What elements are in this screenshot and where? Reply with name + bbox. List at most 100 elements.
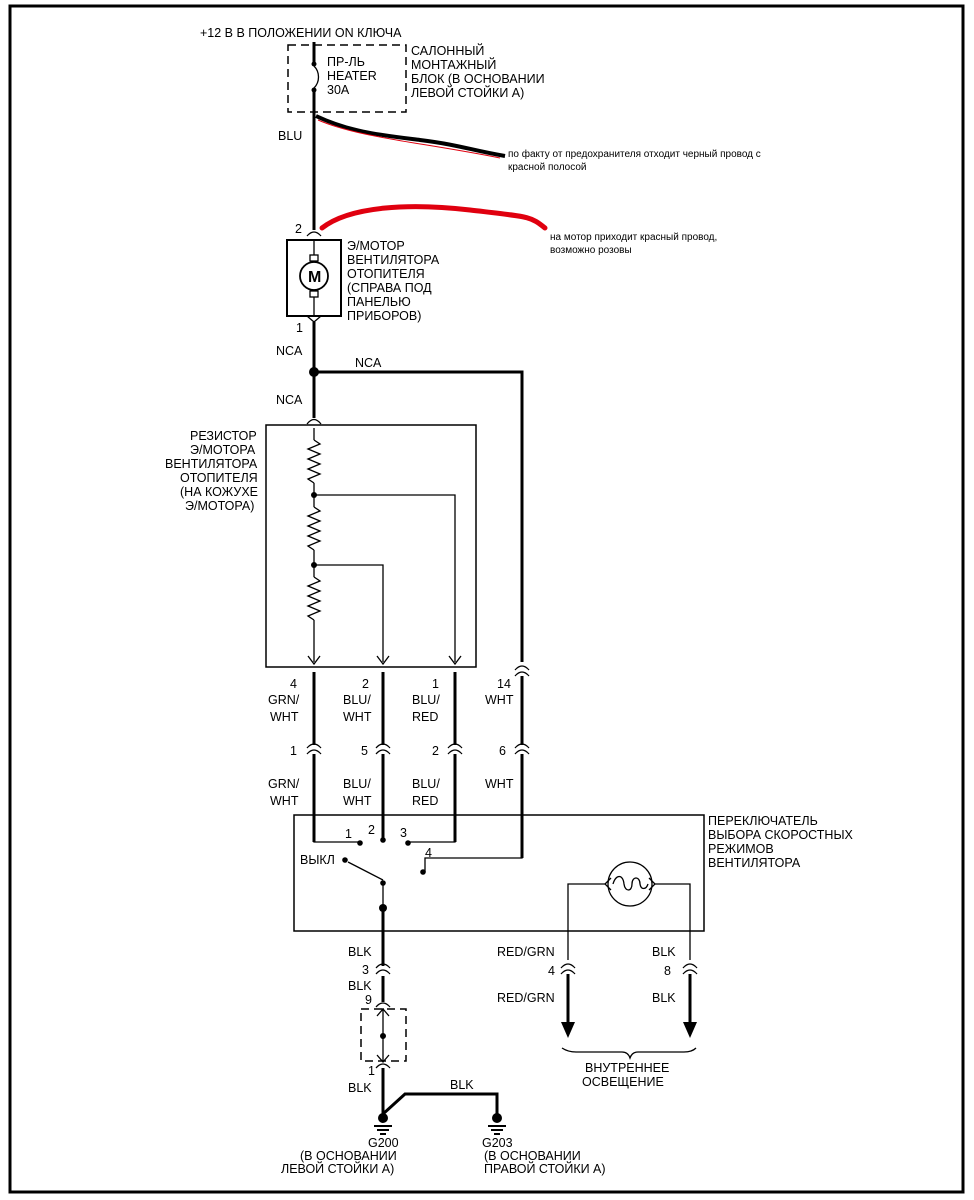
g200-label-3: ЛЕВОЙ СТОЙКИ А) (281, 1161, 394, 1176)
fuse-box-label-4: ЛЕВОЙ СТОЙКИ А) (411, 85, 524, 100)
motor-pin-bottom: 1 (296, 321, 303, 335)
ground-wire-2: BLK (348, 979, 372, 993)
fuse-terminal-top (311, 61, 317, 67)
upper-wire-3a: BLU/ (412, 693, 440, 707)
upper-pin-1: 4 (290, 677, 297, 691)
black-wire-annotation (315, 114, 506, 158)
lamp-filament (612, 875, 649, 891)
arrow-down-icon (683, 1022, 697, 1038)
switch-pos-3: 3 (400, 826, 407, 840)
lower-wire-3b: RED (412, 794, 438, 808)
resistor-label-4: ОТОПИТЕЛЯ (180, 471, 258, 485)
upper-wire-3b: RED (412, 710, 438, 724)
motor-pin-top: 2 (295, 222, 302, 236)
resistor-label-1: РЕЗИСТОР (190, 429, 257, 443)
g203-label-3: ПРАВОЙ СТОЙКИ А) (484, 1161, 606, 1176)
fuse-label-2: HEATER (327, 69, 377, 83)
switch-outline (293, 814, 705, 932)
switch-label-1: ПЕРЕКЛЮЧАТЕЛЬ (708, 814, 818, 828)
red-wire-annotation (319, 204, 548, 231)
ground-g200-icon (374, 1113, 392, 1135)
ground-wire-1: BLK (348, 945, 372, 959)
power-supply-label: +12 В В ПОЛОЖЕНИИ ON КЛЮЧА (200, 26, 402, 40)
lower-wire-3a: BLU/ (412, 777, 440, 791)
note-red-wire-1: на мотор приходит красный провод, (550, 232, 717, 243)
fuse-box-label-2: МОНТАЖНЫЙ (411, 57, 496, 72)
upper-wire-1a: GRN/ (268, 693, 300, 707)
fuse-box-outline (287, 44, 407, 113)
upper-pin-2: 2 (362, 677, 369, 691)
light-wire-right-2: BLK (652, 991, 676, 1005)
light-wire-right: BLK (652, 945, 676, 959)
switch-lever (347, 861, 384, 881)
resistor-coil-3 (306, 576, 322, 621)
light-pin-left: 4 (548, 964, 555, 978)
g200-label-2: (В ОСНОВАНИИ (300, 1149, 397, 1163)
mid-pin-2: 5 (361, 744, 368, 758)
upper-pin-4: 14 (497, 677, 511, 691)
light-wire-left-2: RED/GRN (497, 991, 555, 1005)
motor-label-4: (СПРАВА ПОД (347, 281, 432, 295)
ground-pin-1: 1 (368, 1064, 375, 1078)
upper-wire-2b: WHT (343, 710, 372, 724)
mid-connector (306, 743, 530, 755)
upper-wire-2a: BLU/ (343, 693, 371, 707)
motor-icon (299, 261, 329, 291)
light-wire-left: RED/GRN (497, 945, 555, 959)
lighting-label-2: ОСВЕЩЕНИЕ (582, 1075, 664, 1089)
ground-wire-g203: BLK (450, 1078, 474, 1092)
mid-pin-1: 1 (290, 744, 297, 758)
switch-label-4: ВЕНТИЛЯТОРА (708, 856, 801, 870)
outer-frame (8, 4, 965, 1194)
note-black-wire-2: красной полосой (508, 162, 586, 173)
fuse-terminal-bottom (311, 87, 317, 93)
switch-pos-2: 2 (368, 823, 375, 837)
motor-label-5: ПАНЕЛЬЮ (347, 295, 411, 309)
fuse-icon (313, 65, 320, 89)
ground-g203-icon (488, 1113, 506, 1135)
black-wire-stripe (317, 119, 501, 159)
resistor-coil-2 (306, 506, 322, 551)
resistor-label-3: ВЕНТИЛЯТОРА (165, 457, 258, 471)
resistor-label-5: (НА КОЖУХЕ (180, 485, 258, 499)
lighting-brace (561, 1047, 697, 1061)
motor-label-1: Э/МОТОР (347, 239, 405, 253)
mid-pin-3: 2 (432, 744, 439, 758)
wire-label-blu: BLU (278, 129, 302, 143)
arrow-down-icon (561, 1022, 575, 1038)
g203-label-1: G203 (482, 1136, 513, 1150)
motor-label-3: ОТОПИТЕЛЯ (347, 267, 425, 281)
g203-label-2: (В ОСНОВАНИИ (484, 1149, 581, 1163)
lamp-icon (607, 861, 653, 907)
note-black-wire-1: по факту от предохранителя отходит черны… (508, 148, 761, 160)
switch-label-3: РЕЖИМОВ (708, 842, 774, 856)
ground-wire-3: BLK (348, 1081, 372, 1095)
g200-label-1: G200 (368, 1136, 399, 1150)
lighting-label-1: ВНУТРЕННЕЕ (585, 1061, 669, 1075)
resistor-coil-1 (306, 439, 322, 484)
switch-off-label: ВЫКЛ (300, 853, 335, 867)
motor-label-2: ВЕНТИЛЯТОРА (347, 253, 440, 267)
switch-pos-4: 4 (425, 846, 432, 860)
resistor-outline (265, 424, 477, 668)
fuse-label-3: 30A (327, 83, 350, 97)
fuse-box-label-1: САЛОННЫЙ (411, 43, 484, 58)
fuse-box-label-3: БЛОК (В ОСНОВАНИИ (411, 72, 545, 86)
resistor-label-6: Э/МОТОРА) (185, 499, 254, 513)
lower-wire-4a: WHT (485, 777, 514, 791)
upper-wire-1b: WHT (270, 710, 299, 724)
lower-wire-1b: WHT (270, 794, 299, 808)
upper-wire-4a: WHT (485, 693, 514, 707)
mid-pin-4: 6 (499, 744, 506, 758)
upper-pin-3: 1 (432, 677, 439, 691)
switch-label-2: ВЫБОРА СКОРОСТНЫХ (708, 828, 854, 842)
lower-wire-1a: GRN/ (268, 777, 300, 791)
wire-label-nca-branch: NCA (355, 356, 382, 370)
light-pin-right: 8 (664, 964, 671, 978)
switch-pos-1: 1 (345, 827, 352, 841)
wire-label-nca-1: NCA (276, 344, 303, 358)
lower-wire-2a: BLU/ (343, 777, 371, 791)
ground-pin-3: 3 (362, 963, 369, 977)
resistor-label-2: Э/МОТОРА (190, 443, 256, 457)
